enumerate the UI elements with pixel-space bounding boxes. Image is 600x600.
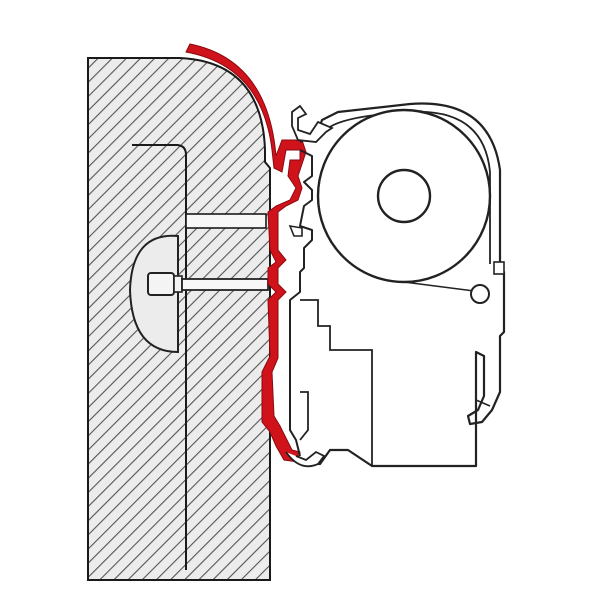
wall-inner-rib: [132, 144, 187, 570]
adapter-rail: [185, 43, 307, 463]
awning-fabric: [403, 281, 483, 293]
case-back-profile: [289, 149, 313, 457]
wall-slot: [185, 213, 267, 229]
case-lower-step: [300, 299, 373, 466]
front-bar-profile: [475, 352, 491, 407]
roller-hub: [376, 168, 432, 224]
case-bottom-clip: [285, 450, 326, 468]
case-lower-bracket: [299, 391, 309, 441]
mounting-bolt: [181, 278, 269, 291]
front-bar-tube: [470, 284, 490, 304]
case-top-clip: [291, 104, 334, 143]
case-back-profile-2: [288, 224, 303, 237]
bolt-head: [147, 272, 175, 296]
